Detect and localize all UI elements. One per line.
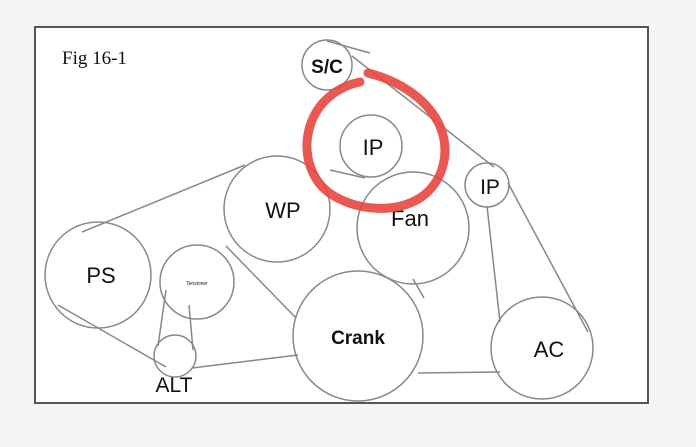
belt-ipright-ac-inner	[486, 205, 501, 323]
sc-pulley	[301, 39, 353, 91]
tensioner-label: Tensioner	[186, 281, 208, 287]
ps-label: PS	[86, 263, 115, 288]
belt-crank-fan	[412, 278, 425, 299]
fan-pulley	[356, 171, 470, 285]
crank-pulley	[292, 270, 424, 402]
wp-pulley	[223, 155, 331, 263]
wp-label: WP	[265, 198, 300, 223]
belt-crank-ac	[417, 371, 501, 374]
belt-ipright-ac-outer	[507, 182, 589, 333]
sc-label: S/C	[311, 57, 343, 78]
red-annotation-circle	[302, 68, 450, 213]
belt-alt-crank	[191, 354, 299, 369]
alt-pulley	[153, 334, 197, 378]
belt-sc-ip-top	[326, 40, 371, 54]
ip-upper-label: IP	[363, 135, 384, 160]
ip-upper-pulley	[339, 114, 403, 178]
figure-label: Fig 16-1	[62, 48, 127, 69]
belt-ps-alt	[57, 304, 167, 368]
belt-wp-crank	[225, 245, 297, 319]
belt-wp-fan-top	[329, 169, 366, 179]
alt-label: ALT	[156, 374, 193, 397]
tensioner-pulley	[159, 244, 235, 320]
crank-label: Crank	[331, 328, 385, 349]
ac-pulley	[490, 296, 594, 400]
ac-label: AC	[534, 337, 565, 362]
belt-tensioner-alt-right	[188, 304, 194, 351]
belt-wp-ps-top	[81, 164, 246, 233]
ip-right-label: IP	[480, 176, 500, 199]
ps-pulley	[44, 221, 152, 329]
ip-right-pulley	[464, 162, 510, 208]
